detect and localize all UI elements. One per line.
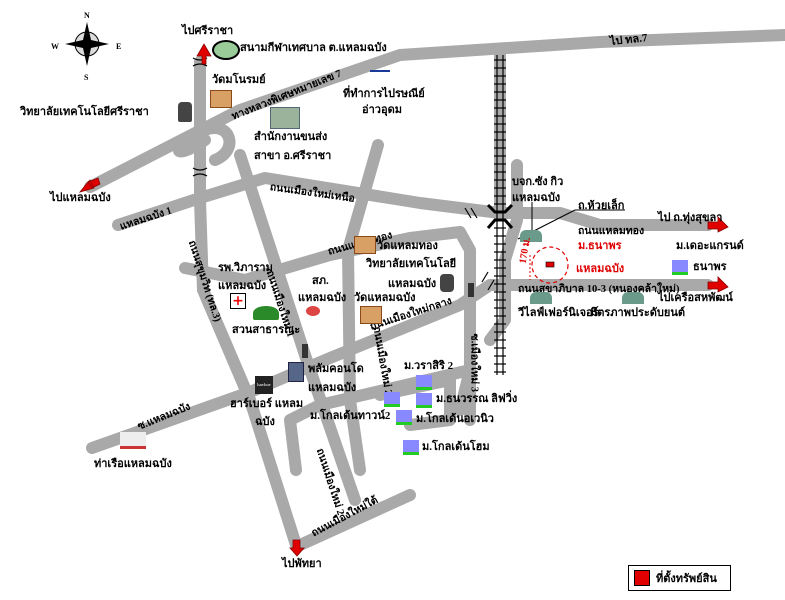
housing-icon [384, 392, 400, 407]
place-golden-home: ม.โกลเด้นโฮม [422, 441, 490, 453]
place-tech-lc-2: แหลมฉบัง [388, 278, 437, 290]
place-harbor-2: ฉบัง [255, 416, 275, 428]
property-legend-swatch [634, 570, 650, 586]
place-thanawan: ม.ธนวรรณ ลิฟวิ่ง [436, 393, 518, 405]
dest-sriracha: ไปศรีราชา [182, 25, 234, 37]
dest-thung-sukhla: ไป ถ.ทุ่งสุขลา [658, 212, 723, 224]
place-mittraphap: มิตรภาพประดับยนต์ [590, 307, 686, 319]
place-police-2: แหลมฉบัง [298, 292, 347, 304]
road-lower-loop [284, 364, 476, 476]
place-vilife: วีไลฟ์เฟอร์นิเจอร์ [518, 307, 599, 319]
compass-s: S [84, 73, 89, 82]
housing-icon [416, 393, 432, 408]
factory-icon [530, 292, 552, 304]
place-police-1: สภ. [312, 275, 329, 287]
property-marker [545, 261, 555, 268]
ship-icon [120, 432, 146, 449]
road-mueang-mai-2 [342, 139, 384, 476]
place-park: สวนสาธารณะ [232, 324, 301, 336]
road-laem-thong-west [179, 226, 476, 426]
road-interchange [173, 122, 236, 166]
compass-e: E [116, 42, 122, 51]
post-logo-icon [370, 70, 390, 78]
arrow-north-icon [196, 43, 212, 65]
property-name-1: ม.ธนาพร [578, 240, 622, 252]
compass-icon [65, 22, 109, 66]
overpass-icons [192, 57, 495, 291]
graduate-icon [178, 102, 192, 122]
arrow-east-2-icon [707, 276, 729, 293]
dest-khrue-sahaphat: ไปเครือสหพัฒน์ [658, 292, 733, 304]
place-condo-1: พลัมคอนโด [308, 363, 364, 375]
place-huai-lek: ถ.ห้วยเล็ก [578, 200, 625, 212]
place-hospital-1: รพ.วิภาราม [218, 262, 273, 274]
property-radius [531, 246, 569, 284]
road-village [374, 374, 456, 431]
park-icon [253, 306, 279, 320]
property-name-2: แหลมฉบัง [576, 263, 625, 275]
place-warasiri: ม.วราสิริ 2 [404, 360, 454, 372]
temple-icon [360, 306, 382, 324]
housing-icon [416, 375, 432, 390]
place-excise-1: สำนักงานขนส่ง [254, 131, 328, 143]
temple-icon [354, 236, 376, 254]
traffic-light-icons [302, 283, 474, 358]
arrow-east-1-icon [707, 216, 729, 233]
place-post-2: อ่าวอุดม [362, 104, 402, 116]
place-hospital-2: แหลมฉบัง [218, 280, 267, 292]
place-tech-sriracha: วิทยาลัยเทคโนโลยีศรีราชา [20, 106, 149, 118]
place-bkj-1: บจก.ซัง กิว [512, 176, 564, 188]
road-laem-chabang-1 [112, 172, 714, 231]
factory-icon [622, 292, 644, 304]
bridge-icon [486, 203, 514, 229]
compass-n: N [84, 11, 90, 20]
road-mueang-mai-klang [86, 279, 714, 454]
government-building-icon [270, 107, 300, 129]
housing-icon [403, 440, 419, 455]
place-wat-laem-thong: วัดแหลมทอง [377, 240, 438, 252]
temple-icon [210, 90, 232, 108]
place-golden-avenue: ม.โกลเด้นอเวนิว [416, 413, 494, 425]
graduate-icon [440, 274, 454, 292]
place-port: ท่าเรือแหลมฉบัง [94, 458, 172, 470]
road-label: ถนนแหลมทอง [578, 226, 645, 237]
factory-icon [520, 230, 542, 242]
road-label: ถนนสุขาภิบาล 10-3 (หนองคล้าใหม่) [518, 284, 680, 295]
legend-label: ที่ตั้งทรัพย์สิน [656, 573, 717, 585]
railway [494, 55, 506, 375]
condo-icon [288, 362, 304, 382]
dest-laem-chabang: ไปแหลมฉบัง [50, 192, 111, 204]
legend: ที่ตั้งทรัพย์สิน [628, 565, 731, 591]
place-the-grand: ม.เดอะแกรนด์ [676, 240, 744, 252]
road-loop [294, 489, 416, 551]
housing-icon [396, 410, 412, 425]
place-wat-lc: วัดแหลมฉบัง [354, 292, 416, 304]
road-label: ซ.เมืองใหม่ 3 [468, 333, 480, 393]
arrow-southwest-icon [78, 177, 101, 193]
stadium-icon [212, 40, 240, 60]
place-harbor-1: ฮาร์เบอร์ แหลม [230, 398, 304, 410]
place-thanaporn: ธนาพร [693, 261, 727, 273]
dest-pattaya: ไปพัทยา [282, 558, 322, 570]
place-wat-manorom: วัดมโนรมย์ [212, 74, 266, 86]
place-post-1: ที่ทำการไปรษณีย์ [343, 88, 425, 100]
hospital-icon: + [230, 293, 246, 309]
place-golden-town: ม.โกลเด้นทาวน์2 [310, 410, 391, 422]
place-tech-lc-1: วิทยาลัยเทคโนโลยี [366, 258, 457, 270]
police-icon [306, 306, 320, 316]
direction-arrows [78, 43, 729, 557]
housing-icon [672, 260, 688, 275]
road-sukhumvit [194, 56, 302, 551]
place-condo-2: แหลมฉบัง [308, 382, 357, 394]
place-stadium: สนามกีฬาเทศบาล ต.แหลมฉบัง [240, 42, 387, 54]
place-excise-2: สาขา อ.ศรีราชา [254, 150, 332, 162]
place-bkj-2: แหลมฉบัง [512, 192, 561, 204]
arrow-south-icon [289, 539, 305, 557]
compass-w: W [51, 42, 59, 51]
harbor-logo-icon: harbor [255, 376, 273, 394]
